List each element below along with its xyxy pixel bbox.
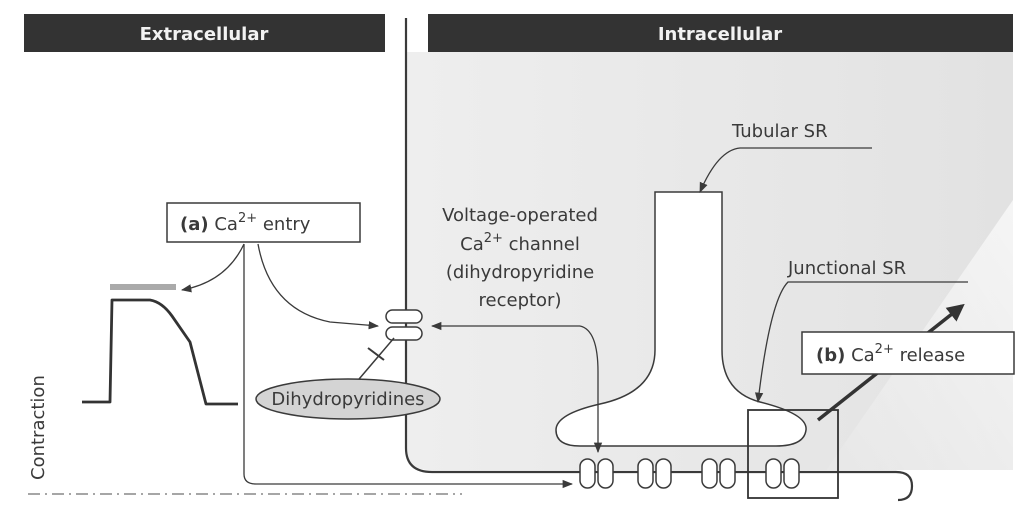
ryanodine-channel-pair-3 — [701, 458, 736, 489]
junctional-sr-leader — [754, 281, 968, 404]
plateau-bar — [110, 284, 176, 290]
ryanodine-channel-pair-2 — [637, 458, 672, 489]
junctional-sr-label: Junctional SR — [787, 258, 906, 279]
cell-membrane — [404, 18, 914, 502]
intracellular-header-bar — [428, 14, 1013, 52]
contraction-label: Contraction — [28, 375, 49, 480]
voltage-operated-channel — [385, 309, 423, 341]
svg-text:(dihydropyridine: (dihydropyridine — [446, 262, 594, 283]
ca-entry-arrow-to-contraction — [243, 244, 574, 489]
channel-coupling-arrow — [579, 325, 603, 454]
intracellular-header: Intracellular — [658, 24, 782, 45]
ca-entry-arrow-to-channel — [257, 243, 380, 330]
extracellular-header: Extracellular — [140, 24, 269, 45]
ca-release-label: (b) Ca2+ release — [816, 342, 965, 366]
ca-entry-arrow-to-ap — [180, 243, 245, 293]
sarcoplasmic-reticulum — [555, 191, 807, 447]
ryanodine-channel-pair-1 — [579, 458, 614, 489]
dihydropyridine-block-bar — [367, 347, 385, 361]
voltage-channel-label: Voltage-operated Ca2+ channel (dihydropy… — [442, 205, 598, 311]
tubular-sr-label: Tubular SR — [731, 121, 828, 142]
dihydropyridines-label: Dihydropyridines — [271, 389, 424, 410]
dihydropyridines-ellipse — [255, 378, 441, 420]
junction-highlight-box — [747, 409, 839, 499]
ca-entry-label: (a) Ca2+ entry — [180, 211, 311, 235]
svg-text:Ca2+ channel: Ca2+ channel — [460, 231, 580, 255]
svg-text:Voltage-operated: Voltage-operated — [442, 205, 598, 226]
ryanodine-channel-pair-4 — [765, 458, 800, 489]
extracellular-header-bar — [24, 14, 385, 52]
ca-release-box — [801, 331, 1015, 375]
svg-text:receptor): receptor) — [479, 290, 562, 311]
ca-entry-box — [166, 202, 361, 243]
action-potential-trace — [82, 298, 238, 406]
tubular-sr-leader — [699, 147, 872, 193]
